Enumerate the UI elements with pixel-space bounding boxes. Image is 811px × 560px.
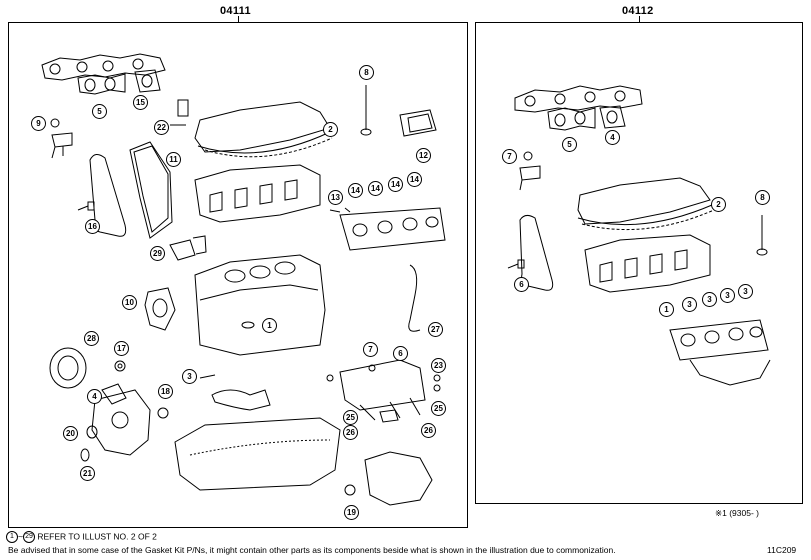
callout-23[interactable]: 23 <box>431 358 446 373</box>
callout-26[interactable]: 26 <box>343 425 358 440</box>
kit-title-04111: 04111 <box>220 5 251 17</box>
callout-12[interactable]: 12 <box>416 148 431 163</box>
callout-10[interactable]: 10 <box>122 295 137 310</box>
callout-25[interactable]: 25 <box>431 401 446 416</box>
kit-title-04112: 04112 <box>622 5 654 17</box>
callout-3[interactable]: 3 <box>738 284 753 299</box>
callout-3[interactable]: 3 <box>182 369 197 384</box>
callout-6[interactable]: 6 <box>514 277 529 292</box>
ref-tilde: ~ <box>18 531 23 542</box>
callout-15[interactable]: 15 <box>133 95 148 110</box>
ref-text: REFER TO ILLUST NO. 2 OF 2 <box>37 531 157 542</box>
ref-last-callout: 29 <box>22 531 35 543</box>
callout-9[interactable]: 9 <box>31 116 46 131</box>
callout-29[interactable]: 29 <box>150 246 165 261</box>
callout-27[interactable]: 27 <box>428 322 443 337</box>
applicability-note: ※1 (9305- ) <box>715 508 759 518</box>
callout-17[interactable]: 17 <box>114 341 129 356</box>
callout-3[interactable]: 3 <box>702 292 717 307</box>
callout-14[interactable]: 14 <box>407 172 422 187</box>
title-leader <box>238 16 239 22</box>
callout-25[interactable]: 25 <box>343 410 358 425</box>
callout-8[interactable]: 8 <box>755 190 770 205</box>
callout-21[interactable]: 21 <box>80 466 95 481</box>
callout-4[interactable]: 4 <box>87 389 102 404</box>
callout-3[interactable]: 3 <box>720 288 735 303</box>
callout-2[interactable]: 2 <box>711 197 726 212</box>
ref-first-callout: 1 <box>6 531 18 543</box>
callout-8[interactable]: 8 <box>359 65 374 80</box>
callout-18[interactable]: 18 <box>158 384 173 399</box>
callout-1[interactable]: 1 <box>659 302 674 317</box>
callout-5[interactable]: 5 <box>92 104 107 119</box>
callout-7[interactable]: 7 <box>363 342 378 357</box>
callout-6[interactable]: 6 <box>393 346 408 361</box>
callout-14[interactable]: 14 <box>348 183 363 198</box>
title-leader <box>639 16 640 22</box>
callout-5[interactable]: 5 <box>562 137 577 152</box>
kit-panel-04111 <box>8 22 468 528</box>
callout-4[interactable]: 4 <box>605 130 620 145</box>
callout-26[interactable]: 26 <box>421 423 436 438</box>
callout-1[interactable]: 1 <box>262 318 277 333</box>
callout-2[interactable]: 2 <box>323 122 338 137</box>
callout-13[interactable]: 13 <box>328 190 343 205</box>
callout-3[interactable]: 3 <box>682 297 697 312</box>
callout-16[interactable]: 16 <box>85 219 100 234</box>
callout-22[interactable]: 22 <box>154 120 169 135</box>
kit-panel-04112 <box>475 22 803 504</box>
callout-7[interactable]: 7 <box>502 149 517 164</box>
callout-20[interactable]: 20 <box>63 426 78 441</box>
callout-14[interactable]: 14 <box>368 181 383 196</box>
callout-19[interactable]: 19 <box>344 505 359 520</box>
commonization-disclaimer: Be advised that in some case of the Gask… <box>8 545 616 555</box>
callout-11[interactable]: 11 <box>166 152 181 167</box>
callout-14[interactable]: 14 <box>388 177 403 192</box>
reference-note: 1~29 REFER TO ILLUST NO. 2 OF 2 <box>6 531 157 543</box>
callout-28[interactable]: 28 <box>84 331 99 346</box>
illustration-code: 11C209 <box>767 545 797 555</box>
